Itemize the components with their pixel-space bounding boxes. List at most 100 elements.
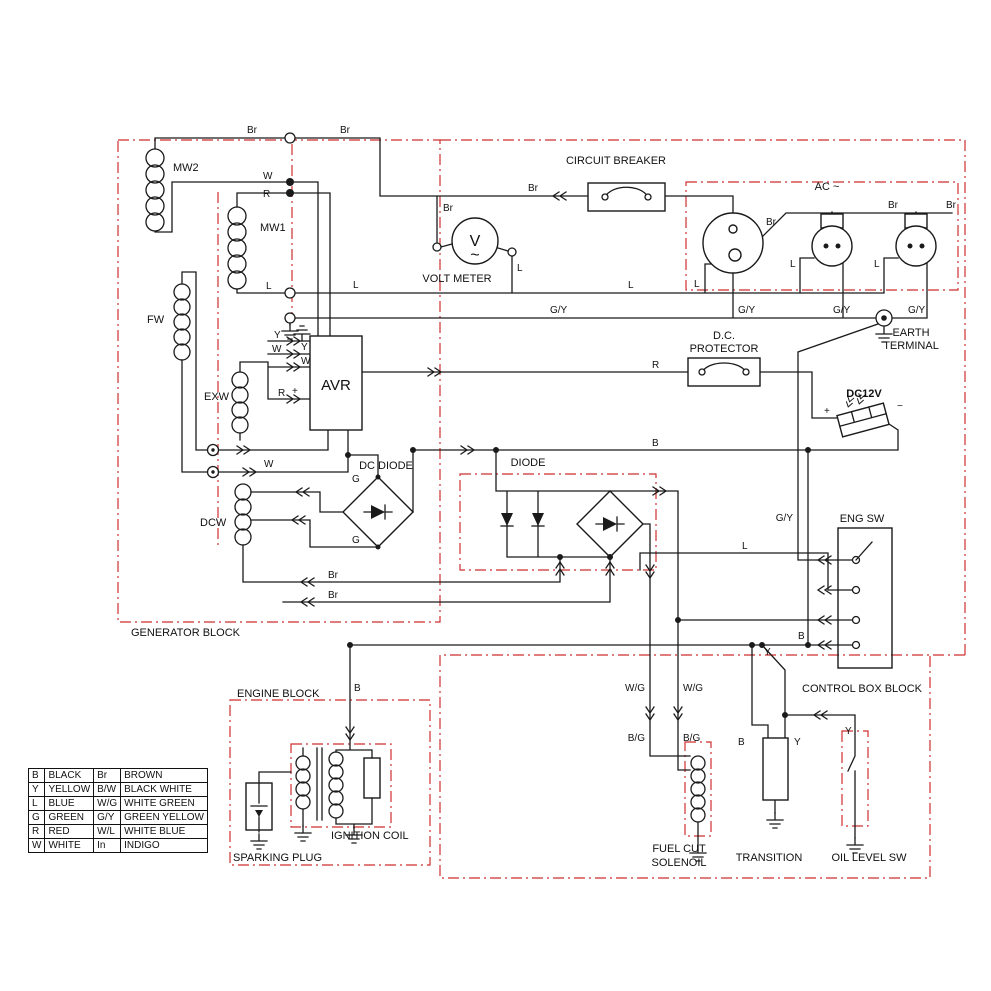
- wire-label-y: Y: [274, 330, 281, 341]
- label-dc-protector-2: PROTECTOR: [690, 343, 759, 355]
- wire-label-r: R: [263, 189, 270, 200]
- generator-block-outline: [117, 139, 441, 623]
- slip-ring: [206, 443, 220, 479]
- legend-row: W WHITE In INDIGO: [27, 838, 208, 853]
- label-circuit-breaker: CIRCUIT BREAKER: [566, 155, 666, 167]
- legend-cell: G: [27, 810, 46, 825]
- switch-contact: [851, 615, 861, 625]
- wire-label-y: Y: [764, 647, 771, 658]
- ac-socket-3: [895, 213, 937, 267]
- wire-label-l: L: [628, 280, 634, 291]
- diode-symbol: [532, 513, 544, 526]
- label-engine-block: ENGINE BLOCK: [237, 688, 320, 700]
- legend-cell: Y: [27, 782, 46, 797]
- spark-gap: [255, 810, 263, 817]
- wire-label-br: Br: [528, 183, 539, 194]
- legend-cell: B/W: [93, 782, 122, 797]
- label-fuel-cut-2: SOLENOIL: [651, 857, 706, 869]
- diode-symbol: [501, 513, 513, 526]
- meter-terminal: [432, 242, 442, 252]
- ignition-coil-outline: [290, 743, 392, 828]
- wire-label-w: W: [272, 344, 282, 355]
- legend-row: G GREEN G/Y GREEN YELLOW: [27, 810, 208, 825]
- wire-label-gy: G/Y: [776, 513, 794, 524]
- wire-label-plus: +: [292, 386, 298, 397]
- legend-row: Y YELLOW B/W BLACK WHITE: [27, 782, 208, 797]
- fw-coil: [173, 283, 191, 361]
- ignition-coil-assembly: [295, 747, 381, 821]
- wire-label-gy: G/Y: [908, 305, 926, 316]
- wire-label-l: L: [790, 259, 796, 270]
- wire-label-br: Br: [328, 590, 339, 601]
- diode-assembly: [500, 490, 644, 558]
- mw1-coil: [227, 206, 247, 290]
- switch-contact: [851, 640, 861, 650]
- legend-cell: W/L: [93, 824, 122, 839]
- label-mw2: MW2: [173, 162, 199, 174]
- legend-cell: BLACK: [44, 768, 95, 783]
- wire-label-b: B: [738, 737, 745, 748]
- connector-circles: [206, 132, 517, 479]
- coil-core: [316, 747, 323, 821]
- dc12v-plus: +: [824, 406, 830, 417]
- switch-arm: [855, 541, 873, 561]
- socket-pin: [907, 243, 913, 249]
- wire-label-l: L: [266, 281, 272, 292]
- color-legend-table: B BLACK Br BROWN Y YELLOW B/W BLACK WHIT…: [27, 768, 208, 853]
- wire-label-bg: B/G: [628, 733, 645, 744]
- legend-cell: BROWN: [120, 768, 208, 783]
- label-dcw: DCW: [200, 517, 227, 529]
- wire-label-w: W: [264, 459, 274, 470]
- socket-pin: [728, 224, 738, 234]
- outer-frame-outline: [440, 139, 966, 656]
- boundary-connector: [284, 312, 296, 324]
- wire-label-g: G: [352, 535, 360, 546]
- exw-coil: [231, 371, 249, 434]
- transition-unit: [762, 737, 789, 801]
- label-fw: FW: [147, 314, 165, 326]
- label-volt-meter: VOLT METER: [422, 273, 491, 285]
- wire-label-b: B: [652, 438, 659, 449]
- legend-cell: BLACK WHITE: [120, 782, 208, 797]
- wire-label-b: B: [798, 631, 805, 642]
- diode-symbol: [603, 517, 617, 531]
- wire-label-br: Br: [247, 125, 258, 136]
- legend-cell: Br: [93, 768, 122, 783]
- earth-terminal: [875, 309, 893, 327]
- wire-label-l: L: [517, 263, 523, 274]
- wire-label-w: W: [263, 171, 273, 182]
- avr-box: [309, 335, 363, 431]
- label-earth-2: TERMINAL: [883, 340, 939, 352]
- socket-pin: [823, 243, 829, 249]
- meter-terminal: [507, 247, 517, 257]
- wire-label-w: W: [301, 356, 311, 367]
- legend-cell: GREEN YELLOW: [120, 810, 208, 825]
- label-generator-block: GENERATOR BLOCK: [131, 627, 241, 639]
- eng-sw: [837, 527, 893, 669]
- legend-row: B BLACK Br BROWN: [27, 768, 208, 783]
- ac-socket-large: [702, 212, 764, 274]
- mw2-coil: [145, 148, 165, 232]
- socket-pin: [728, 248, 742, 262]
- legend-cell: In: [93, 838, 122, 853]
- wire-label-b: B: [354, 683, 361, 694]
- socket-pin: [835, 243, 841, 249]
- wire-label-r: R: [278, 388, 285, 399]
- label-exw: EXW: [204, 391, 230, 403]
- label-dc-diode: DC DIODE: [359, 460, 413, 472]
- wire-label-br: Br: [888, 200, 899, 211]
- wire-label-br: Br: [946, 200, 957, 211]
- volt-meter-v: V: [470, 233, 481, 250]
- wire-label-y: Y: [794, 737, 801, 748]
- engine-block-outline: [229, 699, 431, 866]
- ac-outlet-outline: [685, 181, 959, 291]
- block-outlines: [117, 139, 966, 879]
- wire-label-gy: G/Y: [550, 305, 568, 316]
- wire-label-l: L: [742, 541, 748, 552]
- legend-cell: W/G: [93, 796, 122, 811]
- wire-label-gy: G/Y: [738, 305, 756, 316]
- dcw-coil: [234, 483, 252, 546]
- diode-box-outline: [459, 473, 657, 571]
- ground-symbol: [250, 833, 268, 850]
- volt-meter-wave: ~: [470, 247, 479, 264]
